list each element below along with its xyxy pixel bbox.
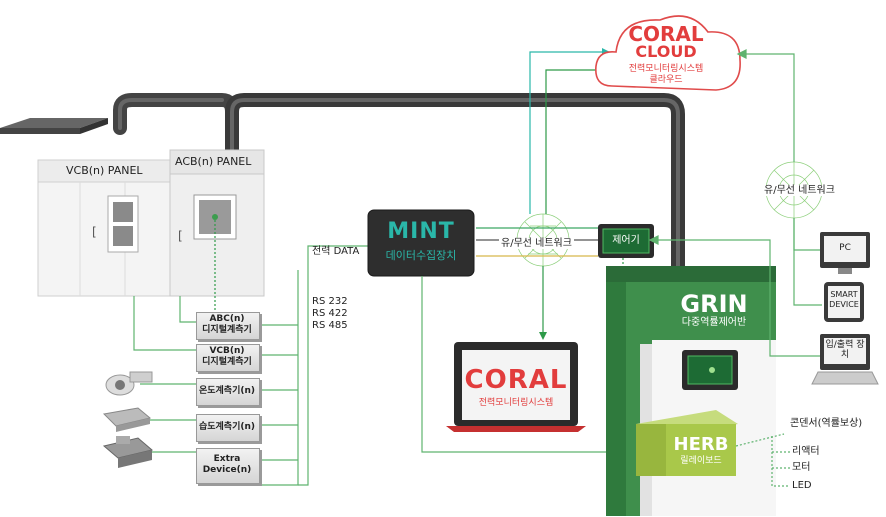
herb-subtitle: 릴레이보드 [680, 456, 722, 466]
cloud-subtitle-1: 전력모니터링시스템 [628, 64, 704, 74]
cloud-subtitle-2: 클라우드 [649, 75, 683, 85]
cable-duct [113, 93, 685, 287]
pc-label: PC [839, 243, 851, 253]
network-center-label: 유/무선 네트워크 [499, 238, 574, 249]
vcb-panel: [ [37, 159, 171, 297]
meter-extra-line2: Device(n) [202, 465, 252, 475]
coral-logo: CORAL [464, 365, 568, 395]
meter-abc-line1: ABC(n) [209, 314, 245, 324]
cable-tray [0, 118, 108, 134]
smart-device-icon [824, 282, 864, 322]
meter-wiring [133, 245, 368, 486]
coral-laptop [446, 342, 586, 432]
cloud-logo-line1: CORAL [628, 22, 704, 46]
meter-humidity-label: 습도계측기(n) [198, 422, 256, 432]
herb-logo: HERB [673, 434, 729, 455]
meter-vcb-line2: 디지털계측기 [202, 357, 252, 367]
meter-extra [196, 448, 260, 484]
meter-humidity [196, 414, 260, 442]
mint-device [367, 209, 475, 277]
extra-device-icon [102, 436, 154, 468]
pc-icon [820, 232, 870, 274]
controller-device [598, 224, 654, 258]
svg-text:[: [ [92, 225, 97, 239]
acb-panel: [ [169, 149, 265, 297]
io-device-icon [811, 334, 879, 385]
cloud-logo-line2: CLOUD [635, 42, 697, 61]
cloud-icon [595, 15, 741, 91]
mint-herb-link [421, 276, 640, 453]
output-led: LED [792, 480, 812, 491]
humidity-sensor-icon [102, 407, 152, 432]
power-data-label: 전력 DATA [312, 246, 360, 257]
right-network-wiring [648, 49, 822, 357]
output-condenser: 콘덴서(역률보상) [790, 418, 863, 429]
mint-subtitle: 데이터수집장치 [385, 249, 457, 262]
output-reactor: 리액터 [792, 446, 820, 457]
grin-subtitle: 다중역률제어반 [681, 317, 747, 328]
smart-device-label: SMART DEVICE [829, 290, 859, 309]
rs485-label: RS 485 [312, 320, 348, 331]
temperature-sensor-icon [105, 371, 153, 396]
output-motor: 모터 [792, 462, 811, 473]
meter-extra-line1: Extra [213, 454, 241, 464]
grin-logo: GRIN [680, 290, 748, 318]
meter-temperature-label: 온도계측기(n) [198, 386, 256, 396]
mint-logo: MINT [387, 219, 455, 244]
svg-text:[: [ [178, 229, 183, 243]
meter-abc [196, 312, 260, 340]
network-right-label: 유/무선 네트워크 [762, 185, 837, 196]
acb-panel-label: ACB(n) PANEL [175, 155, 252, 168]
meter-abc-line2: 디지털계측기 [202, 325, 252, 335]
rs422-label: RS 422 [312, 308, 348, 319]
coral-subtitle: 전력모니터링시스템 [478, 398, 554, 408]
controller-label: 제어기 [612, 235, 640, 246]
meter-temperature [196, 378, 260, 406]
vcb-panel-label: VCB(n) PANEL [66, 164, 143, 177]
herb-board [636, 410, 738, 476]
io-device-label: 입/출력 장치 [825, 340, 865, 360]
meter-vcb [196, 344, 260, 372]
rs232-label: RS 232 [312, 296, 348, 307]
meter-vcb-line1: VCB(n) [209, 346, 245, 356]
output-wiring [735, 433, 790, 487]
